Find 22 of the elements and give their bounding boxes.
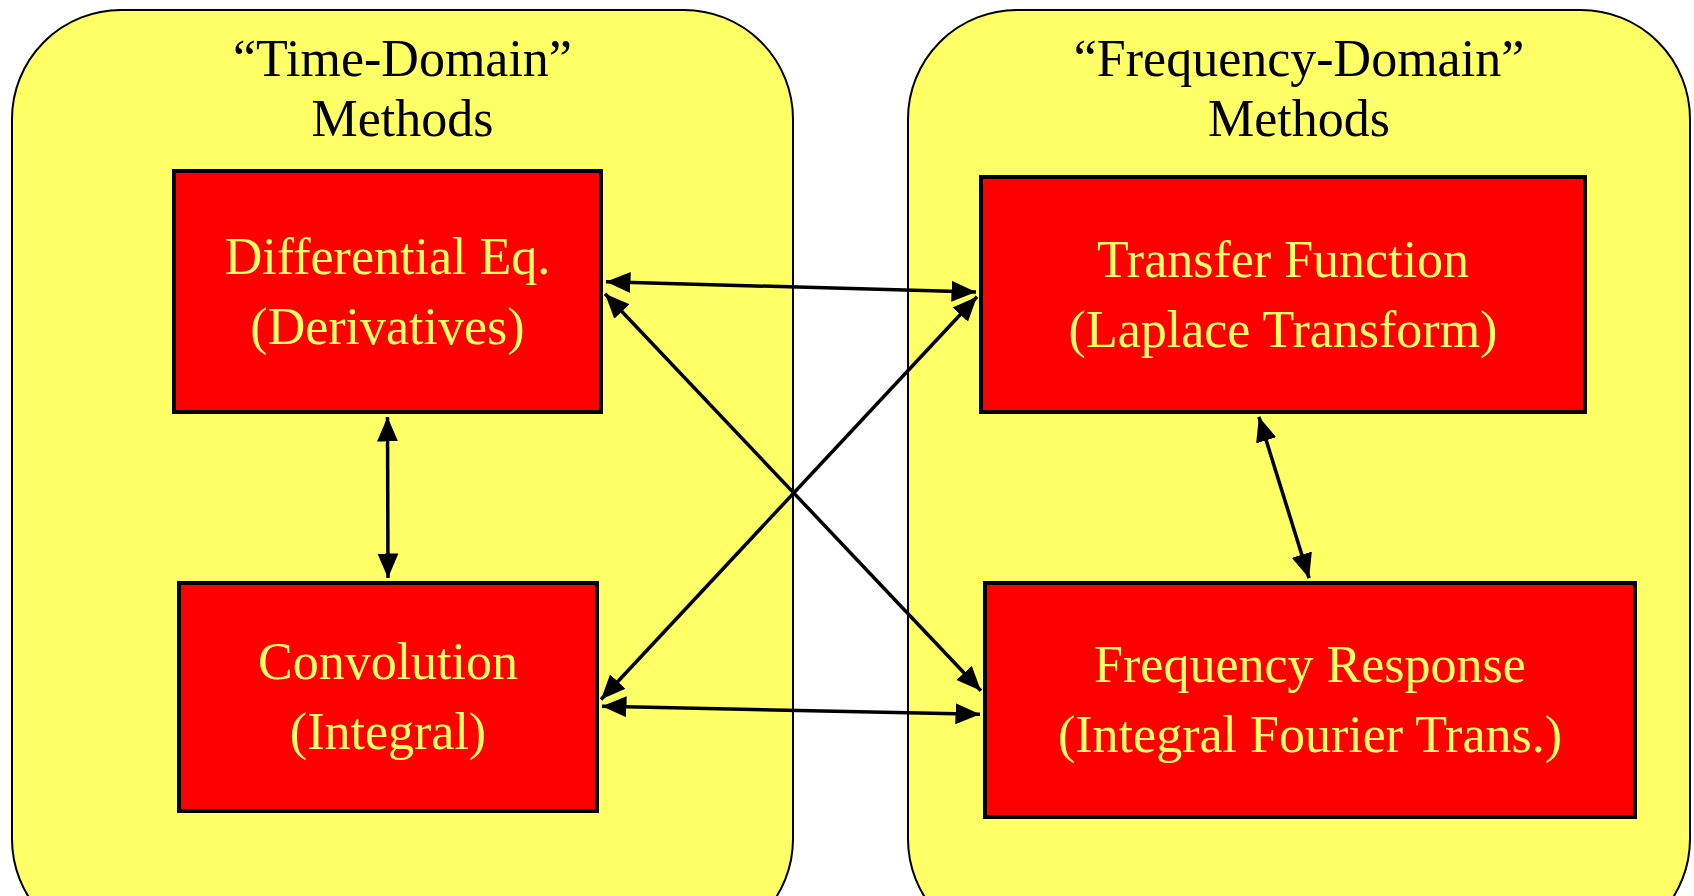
double-arrow	[1256, 416, 1312, 579]
box-title: Transfer Function	[1096, 229, 1470, 290]
process-box	[983, 581, 1637, 819]
double-arrow	[601, 696, 981, 725]
double-arrow	[377, 417, 399, 578]
process-box	[979, 175, 1587, 414]
box-subtitle: (Laplace Transform)	[1068, 299, 1498, 360]
group-title: “Frequency-Domain”	[1073, 29, 1525, 89]
box-subtitle: (Integral Fourier Trans.)	[1058, 705, 1562, 765]
box-title: Convolution	[258, 632, 518, 692]
group-subtitle: Methods	[1208, 89, 1390, 149]
group-subtitle: Methods	[311, 89, 494, 149]
box-title: Frequency Response	[1094, 635, 1526, 695]
box-subtitle: (Derivatives)	[250, 296, 525, 357]
double-arrow	[605, 271, 977, 302]
process-box	[172, 169, 603, 414]
group-title: “Time-Domain”	[233, 29, 572, 89]
box-subtitle: (Integral)	[289, 702, 487, 762]
group-panel	[907, 9, 1691, 896]
group-panel	[11, 9, 794, 896]
process-box	[177, 581, 599, 813]
box-title: Differential Eq.	[224, 226, 551, 287]
